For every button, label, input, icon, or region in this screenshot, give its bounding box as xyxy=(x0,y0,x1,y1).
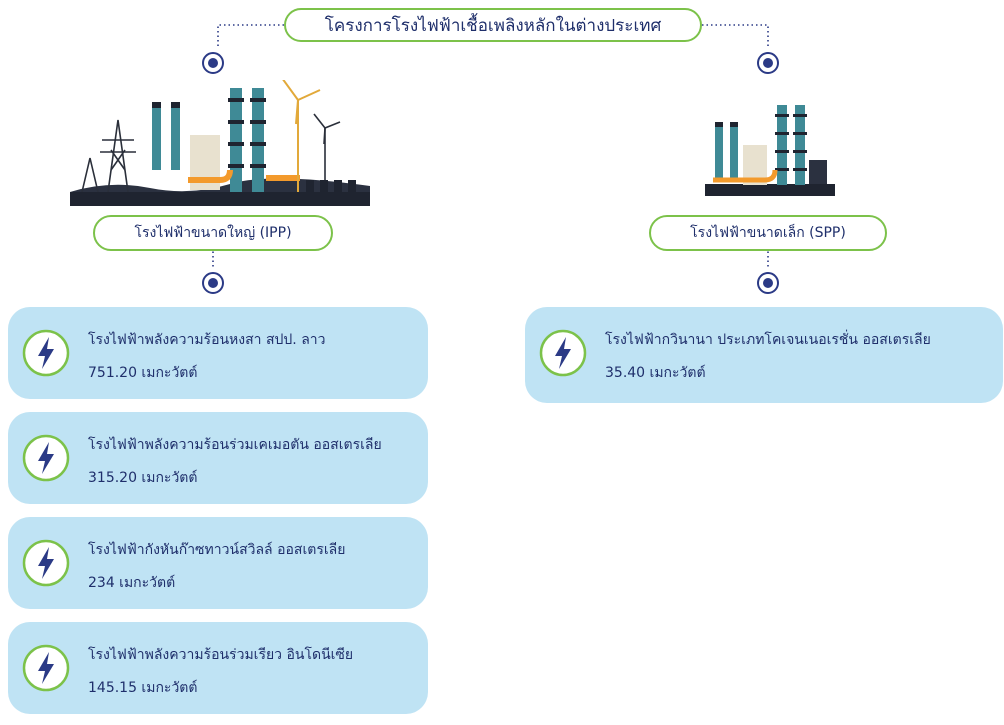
plant-name: โรงไฟฟ้ากวินานา ประเภทโคเจนเนอเรชั่น ออส… xyxy=(605,332,931,348)
plant-card: โรงไฟฟ้ากวินานา ประเภทโคเจนเนอเรชั่น ออส… xyxy=(525,307,1003,403)
plant-capacity: 234 เมกะวัตต์ xyxy=(88,575,176,591)
power-plant-wind-illustration xyxy=(70,80,370,206)
lightning-icon xyxy=(539,329,587,377)
page-title: โครงการโรงไฟฟ้าเชื้อเพลิงหลักในต่างประเท… xyxy=(284,8,702,42)
lightning-icon xyxy=(22,539,70,587)
connector-dot-ipp-top xyxy=(202,52,224,74)
lightning-icon xyxy=(22,434,70,482)
category-spp-label: โรงไฟฟ้าขนาดเล็ก (SPP) xyxy=(649,215,887,251)
plant-capacity: 145.15 เมกะวัตต์ xyxy=(88,680,198,696)
category-ipp-label: โรงไฟฟ้าขนาดใหญ่ (IPP) xyxy=(93,215,333,251)
connector-dot-ipp-bottom xyxy=(202,272,224,294)
power-plant-illustration xyxy=(705,105,835,196)
plant-capacity: 315.20 เมกะวัตต์ xyxy=(88,470,198,486)
plant-capacity: 751.20 เมกะวัตต์ xyxy=(88,365,198,381)
connector-dot-spp-top xyxy=(757,52,779,74)
plant-card: โรงไฟฟ้าพลังความร้อนร่วมเคเมอตัน ออสเตรเ… xyxy=(8,412,428,504)
plant-card: โรงไฟฟ้าพลังความร้อนหงสา สปป. ลาว 751.20… xyxy=(8,307,428,399)
plant-name: โรงไฟฟ้าพลังความร้อนหงสา สปป. ลาว xyxy=(88,332,326,348)
plant-card: โรงไฟฟ้ากังหันก๊าซทาวน์สวิลล์ ออสเตรเลีย… xyxy=(8,517,428,609)
plant-name: โรงไฟฟ้าพลังความร้อนร่วมเคเมอตัน ออสเตรเ… xyxy=(88,437,382,453)
plant-card: โรงไฟฟ้าพลังความร้อนร่วมเรียว อินโดนีเซี… xyxy=(8,622,428,714)
plant-capacity: 35.40 เมกะวัตต์ xyxy=(605,365,706,381)
plant-name: โรงไฟฟ้าพลังความร้อนร่วมเรียว อินโดนีเซี… xyxy=(88,647,354,663)
lightning-icon xyxy=(22,644,70,692)
plant-name: โรงไฟฟ้ากังหันก๊าซทาวน์สวิลล์ ออสเตรเลีย xyxy=(88,542,346,558)
lightning-icon xyxy=(22,329,70,377)
connector-dot-spp-bottom xyxy=(757,272,779,294)
